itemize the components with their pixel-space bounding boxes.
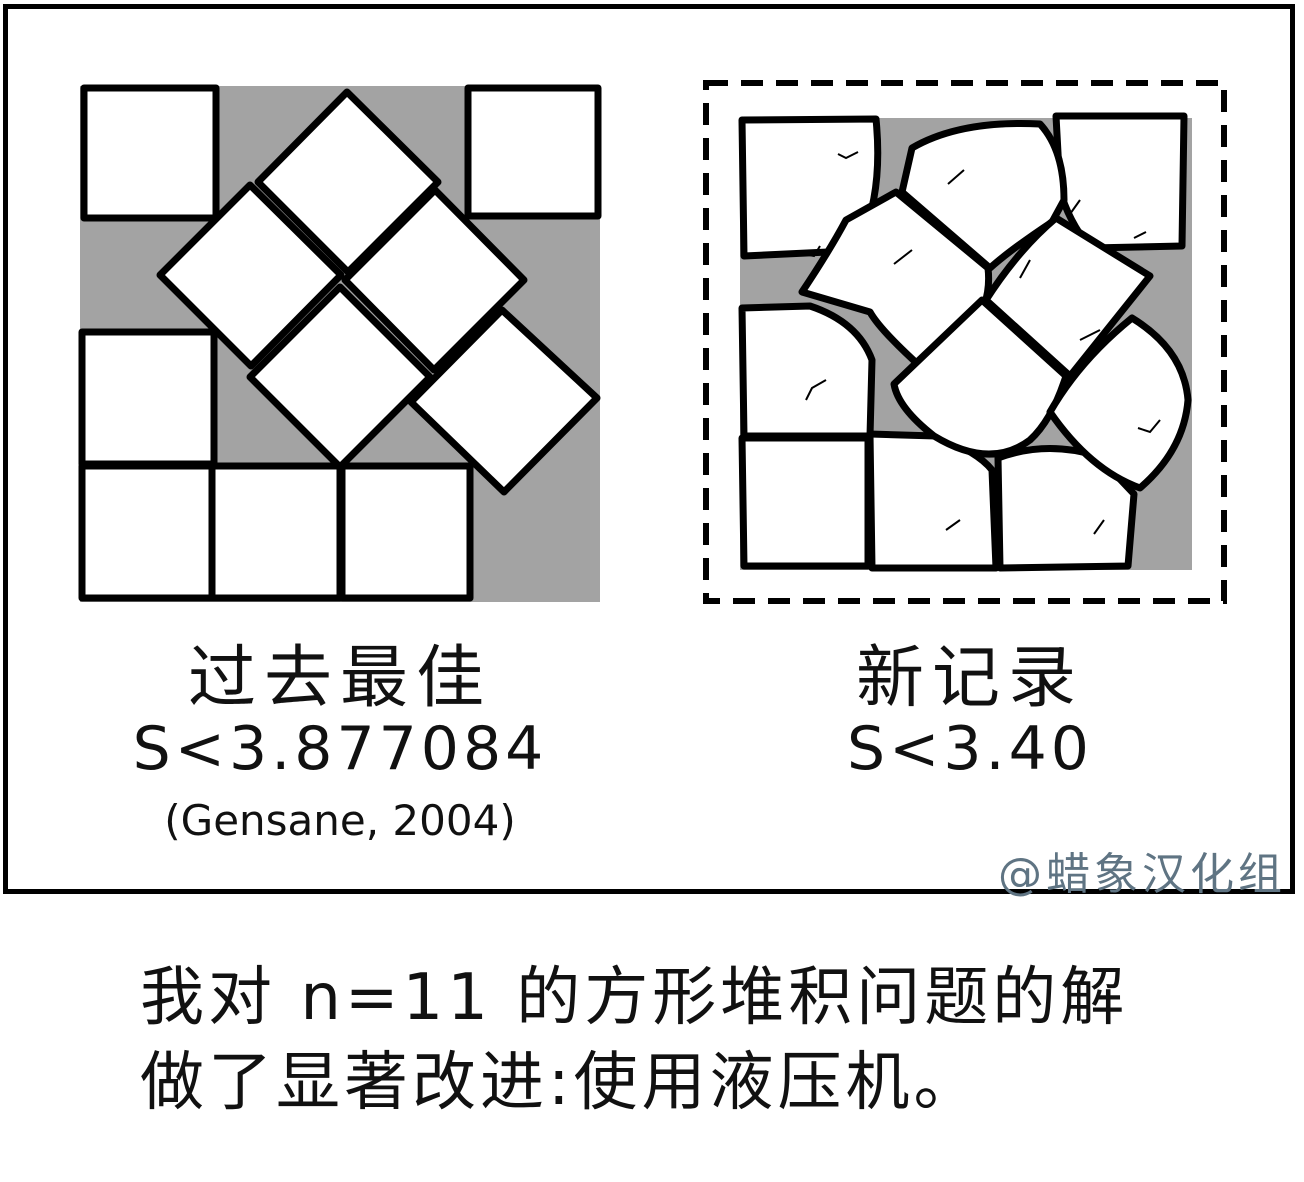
rotated-square [254, 88, 442, 276]
left-title: 过去最佳 [187, 639, 492, 718]
deformed-square [738, 434, 872, 570]
square [78, 328, 218, 468]
left-bound: S<3.877084 [132, 714, 548, 784]
right-bound: S<3.40 [847, 714, 1093, 784]
right-packing-diagram [703, 80, 1227, 604]
deformed-square [994, 444, 1138, 572]
deformed-square [738, 302, 876, 440]
rotated-square [156, 181, 345, 370]
rotated-square [341, 186, 528, 374]
caption: 我对 n=11 的方形堆积问题的解 做了显著改进:使用液压机。 [140, 956, 1270, 1126]
square [80, 84, 220, 222]
left-citation: (Gensane, 2004) [164, 796, 516, 845]
caption-line-2: 做了显著改进:使用液压机。 [140, 1046, 982, 1121]
deformed-square [898, 120, 1068, 272]
deformed-square [1046, 314, 1192, 492]
right-title: 新记录 [855, 639, 1084, 718]
left-packing-diagram [78, 84, 602, 602]
square [338, 462, 474, 602]
square [78, 462, 216, 602]
rotated-square [407, 306, 601, 496]
translator-credit: @蜡象汉化组 [998, 849, 1286, 900]
square [208, 462, 344, 602]
dashed-boundary [703, 80, 1227, 604]
square [464, 84, 602, 220]
rotated-square [246, 283, 434, 471]
caption-line-1: 我对 n=11 的方形堆积问题的解 [140, 961, 1129, 1035]
